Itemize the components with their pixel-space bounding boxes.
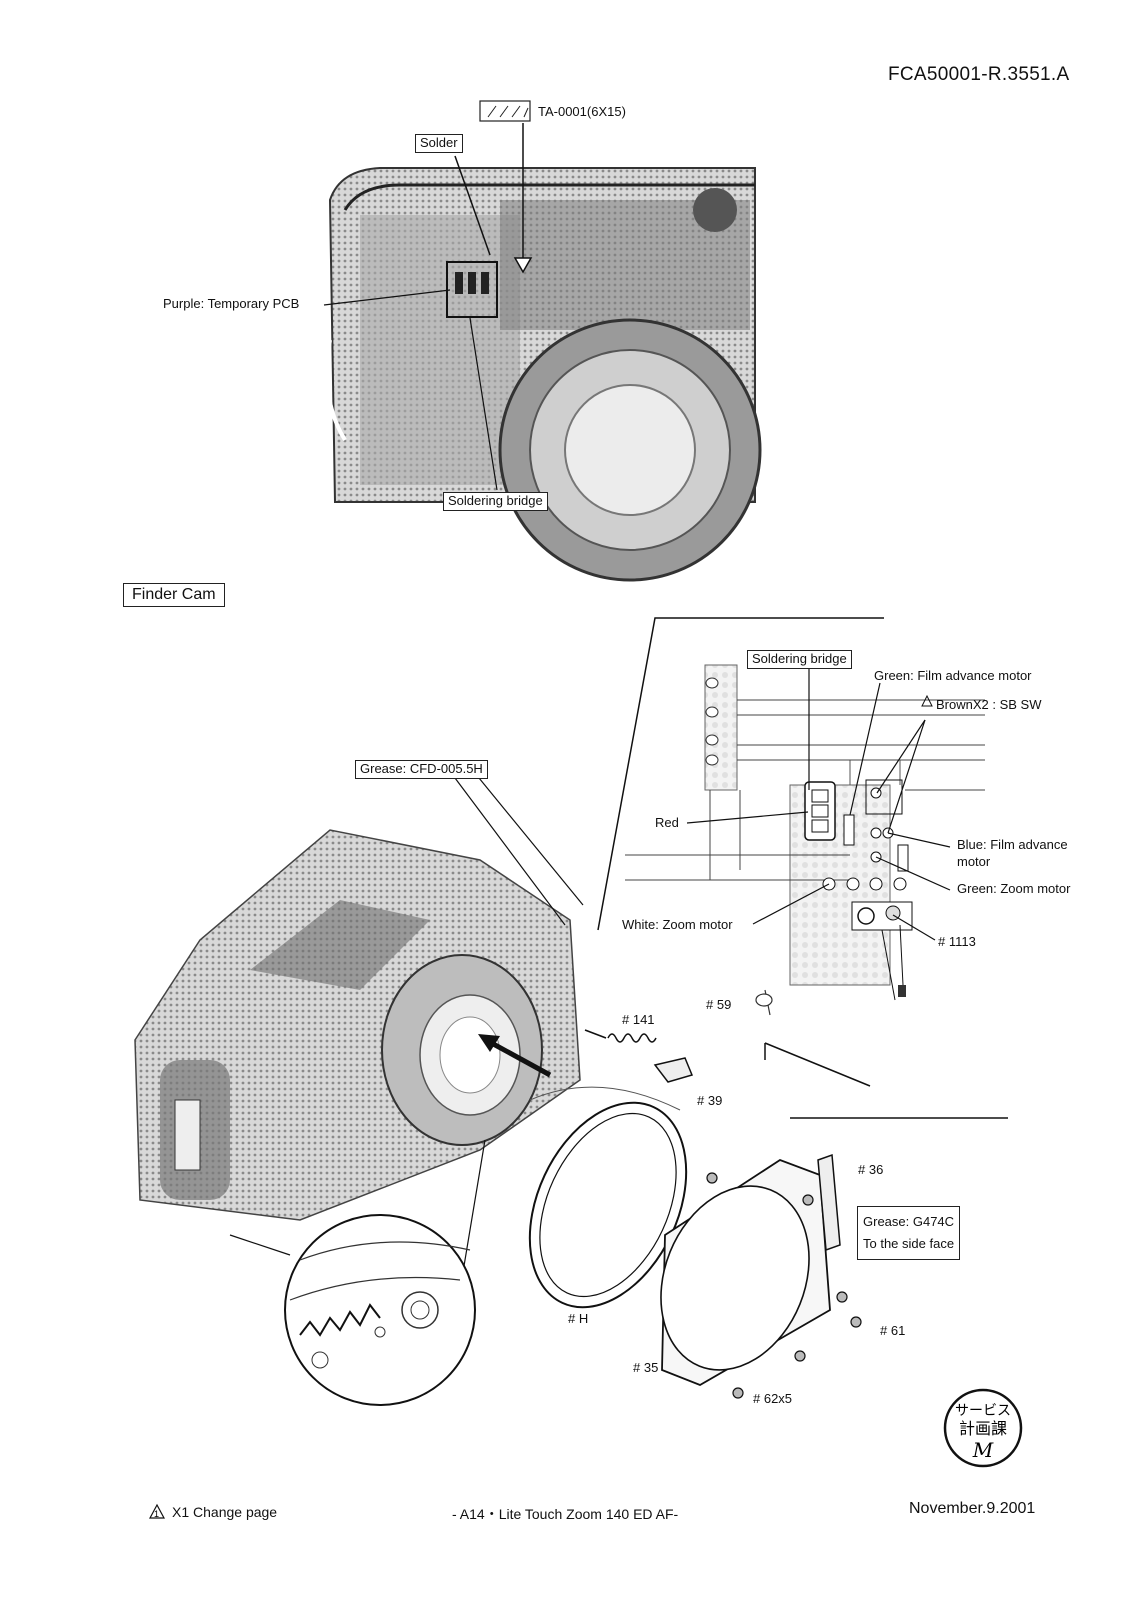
side-face-label: To the side face bbox=[863, 1236, 955, 1252]
bracket-plate-part bbox=[660, 1158, 831, 1386]
part-62-label: # 62x5 bbox=[753, 1391, 793, 1406]
svg-text:サービス: サービス bbox=[955, 1403, 1011, 1419]
gear-detail-magnifier bbox=[229, 1139, 486, 1406]
screws bbox=[706, 1172, 862, 1399]
clip-part bbox=[653, 1057, 694, 1083]
grease-g474c-label: Grease: G474C bbox=[863, 1214, 955, 1229]
tape-label: TA-0001(6X15) bbox=[538, 104, 626, 119]
blue-film-motor-label-1: Blue: Film advance bbox=[957, 837, 1068, 852]
blue-film-motor-label-2: motor bbox=[957, 854, 991, 869]
purple-pcb-label: Purple: Temporary PCB bbox=[163, 296, 300, 311]
grease-cfd-label: Grease: CFD-005.5H bbox=[355, 760, 488, 779]
green-film-motor-label: Green: Film advance motor bbox=[874, 668, 1032, 683]
svg-text:計画課: 計画課 bbox=[959, 1419, 1007, 1438]
tape-symbol bbox=[479, 100, 531, 122]
footer-date: November.9.2001 bbox=[909, 1500, 1036, 1517]
footer-model-name: - A14・Lite Touch Zoom 140 ED AF- bbox=[452, 1506, 679, 1522]
part-59-label: # 59 bbox=[706, 997, 732, 1012]
lever-part bbox=[817, 1153, 841, 1252]
soldering-bridge-label: Soldering bridge bbox=[443, 492, 548, 511]
warning-triangle-icon bbox=[148, 1503, 166, 1519]
inset-soldering-bridge-label: Soldering bridge bbox=[747, 650, 852, 669]
part-35-label: # 35 bbox=[633, 1360, 659, 1375]
part-141-label: # 141 bbox=[622, 1012, 655, 1027]
red-wire-label: Red bbox=[655, 815, 679, 830]
inset-flex-circuit bbox=[625, 664, 985, 1016]
svg-text:M: M bbox=[972, 1438, 994, 1462]
svg-text:1: 1 bbox=[154, 1509, 159, 1519]
camera-body-photo bbox=[134, 829, 581, 1221]
brown-sb-sw-label: BrownX2 : SB SW bbox=[936, 697, 1042, 712]
part-39-label: # 39 bbox=[697, 1093, 723, 1108]
part-36-label: # 36 bbox=[858, 1162, 884, 1177]
finder-cam-title: Finder Cam bbox=[123, 583, 225, 607]
inset-frame bbox=[597, 617, 884, 931]
part-1113-label: # 1113 bbox=[938, 934, 976, 949]
document-id: FCA50001-R.3551.A bbox=[888, 64, 1070, 85]
change-page-note: X1 Change page bbox=[172, 1504, 278, 1520]
green-zoom-motor-label: Green: Zoom motor bbox=[957, 881, 1071, 896]
spring-part bbox=[584, 1029, 657, 1043]
service-stamp: サービス 計画課 M bbox=[943, 1388, 1023, 1468]
white-zoom-motor-label: White: Zoom motor bbox=[622, 917, 733, 932]
top-photo-camera-interior bbox=[325, 167, 762, 582]
solder-label: Solder bbox=[415, 134, 463, 153]
grease-g474c-box: Grease: G474C To the side face bbox=[857, 1206, 961, 1261]
part-h-label: # H bbox=[568, 1311, 589, 1326]
part-61-label: # 61 bbox=[880, 1323, 906, 1338]
